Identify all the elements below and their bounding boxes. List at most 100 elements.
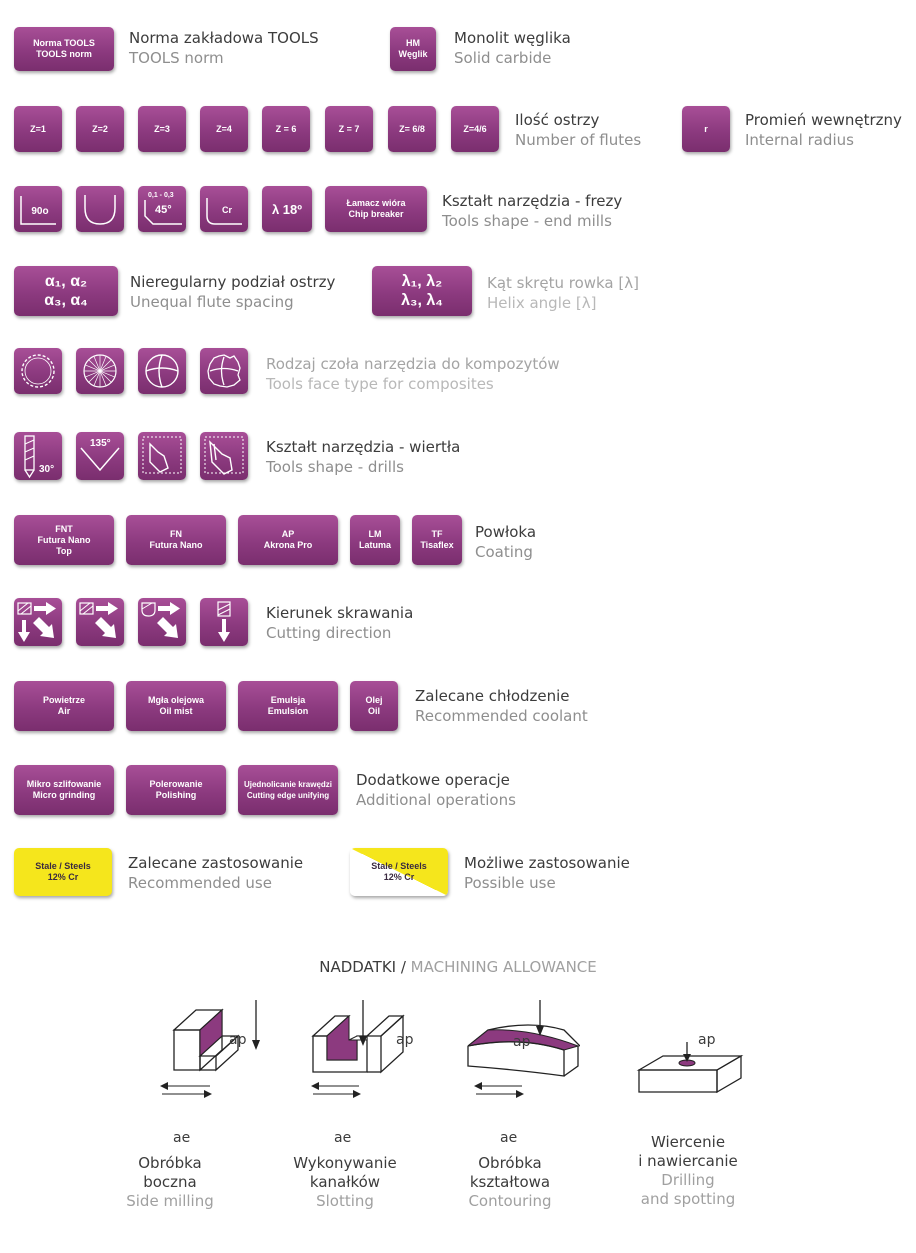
label-pl: Kąt skrętu rowka [λ] <box>487 274 639 292</box>
chip-breaker-badge: Łamacz wióra Chip breaker <box>325 186 427 232</box>
chamfer-icon: 0,1 - 0,3 45° <box>144 192 182 225</box>
serrated-face-icon <box>14 348 62 394</box>
flutes-badge: Z=2 <box>76 106 124 152</box>
badge-line: Mgła olejowa <box>147 695 204 705</box>
ae-label: ae <box>173 1130 191 1146</box>
badge-line: Top <box>56 545 72 556</box>
badge-line: α₃, α₄ <box>44 292 88 309</box>
serrated-face-icon <box>21 354 55 388</box>
badge-text: Z=2 <box>92 123 108 134</box>
composites-label: Rodzaj czoła narzędzia do kompozytów Too… <box>266 354 560 394</box>
radius-badge: r <box>682 106 730 152</box>
badge-line: Futura Nano <box>149 540 203 550</box>
down-icon <box>217 601 231 642</box>
radial-face-icon <box>83 354 117 388</box>
shape-cr-badge: Cr <box>200 186 248 232</box>
badge-text: 90o <box>31 205 49 217</box>
four-flute-face-icon <box>138 348 186 394</box>
tools-norm-badge: Norma TOOLS TOOLS norm <box>14 27 114 71</box>
caption-en: Slotting <box>316 1192 374 1210</box>
caption-en: Contouring <box>468 1192 552 1210</box>
badge-text: λ 18º <box>271 201 303 217</box>
badge-line: LM <box>368 529 382 539</box>
label-en: Coating <box>475 543 533 561</box>
flutes-badge: Z=4 <box>200 106 248 152</box>
flutes-badge: Z=4/6 <box>451 106 499 152</box>
badge-line: 12% Cr <box>383 872 415 882</box>
contouring-caption: Obróbka kształtowa Contouring <box>450 1154 570 1211</box>
drill-point-icon <box>142 436 182 474</box>
badge-line: TOOLS norm <box>36 49 92 59</box>
radial-face-icon <box>76 348 124 394</box>
direction-label: Kierunek skrawania Cutting direction <box>266 603 413 643</box>
contouring-diagram <box>467 1000 580 1098</box>
ap-label: ap <box>396 1032 414 1048</box>
caption-pl: Wiercenie <box>650 1133 726 1151</box>
badge-line: Ujednolicanie krawędzi <box>243 780 333 789</box>
badge-line: Tisaflex <box>420 540 454 550</box>
drill-shape-label: Kształt narzędzia - wiertła Tools shape … <box>266 437 460 477</box>
badge-line: Chip breaker <box>348 209 404 219</box>
badge-line: Cutting edge unifying <box>246 791 330 800</box>
label-en: Cutting direction <box>266 624 392 642</box>
flutes-badge: Z=3 <box>138 106 186 152</box>
label-en: Internal radius <box>745 131 854 149</box>
badge-text: Z=3 <box>154 123 170 134</box>
recommended-use-label: Zalecane zastosowanie Recommended use <box>128 853 303 893</box>
badge-line: Norma TOOLS <box>33 38 95 48</box>
badge-text: Z=1 <box>30 123 46 134</box>
helix-label: Kąt skrętu rowka [λ] Helix angle [λ] <box>487 273 639 313</box>
drill-point-icon <box>204 436 244 475</box>
label-pl: Możliwe zastosowanie <box>464 854 630 872</box>
drill-135-badge: 135° <box>76 432 124 480</box>
helix-badge: λ₁, λ₂ λ₃, λ₄ <box>372 266 472 316</box>
label-en: Additional operations <box>356 791 516 809</box>
flutes-label: Ilość ostrzy Number of flutes <box>515 110 641 150</box>
badge-line: AP <box>281 529 295 539</box>
label-pl: Kształt narzędzia - frezy <box>442 192 623 210</box>
ball-side-diagonal-icon <box>141 602 180 638</box>
badge-line: Olej <box>365 695 383 705</box>
badge-line: Łamacz wióra <box>346 198 406 208</box>
label-pl: Zalecane zastosowanie <box>128 854 304 872</box>
allowance-title-en: MACHINING ALLOWANCE <box>410 958 597 976</box>
tools-norm-label: Norma zakładowa TOOLS TOOLS norm <box>129 28 319 68</box>
label-pl: Powłoka <box>475 523 537 541</box>
caption-pl: i nawiercanie <box>638 1152 738 1170</box>
direction-ball-badge <box>138 598 186 646</box>
chip-face-icon <box>200 348 248 394</box>
slotting-caption: Wykonywanie kanałków Slotting <box>285 1154 405 1211</box>
label-pl: Kierunek skrawania <box>266 604 414 622</box>
badge-text: r <box>704 123 708 134</box>
side-milling-diagram <box>160 1000 260 1098</box>
drill-point-badge <box>138 432 186 480</box>
badge-line: Latuma <box>358 540 391 550</box>
badge-line: λ₃, λ₄ <box>401 292 443 309</box>
direction-side-down-badge <box>14 598 62 646</box>
shape-chamfer-badge: 0,1 - 0,3 45° <box>138 186 186 232</box>
label-en: Possible use <box>464 874 556 892</box>
corner-90-icon <box>20 196 56 225</box>
drill-30-badge: 30° <box>14 432 62 480</box>
label-en: Recommended coolant <box>415 707 588 725</box>
drill-angle-text: 30° <box>39 464 54 475</box>
label-pl: Dodatkowe operacje <box>356 771 510 789</box>
badge-line: Air <box>57 706 71 716</box>
shape-90-badge: 90o <box>14 186 62 232</box>
possible-use-label: Możliwe zastosowanie Possible use <box>464 853 630 893</box>
badge-line: λ₁, λ₂ <box>401 273 443 290</box>
badge-line: TF <box>431 529 443 539</box>
badge-line: Akrona Pro <box>263 540 313 550</box>
badge-line: Stale / Steels <box>371 861 427 871</box>
label-en: Unequal flute spacing <box>130 293 294 311</box>
shape-helix-badge: λ 18º <box>262 186 312 232</box>
badge-line: Futura Nano <box>37 534 91 545</box>
flutes-badge: Z = 6 <box>262 106 310 152</box>
operations-label: Dodatkowe operacje Additional operations <box>356 770 516 810</box>
